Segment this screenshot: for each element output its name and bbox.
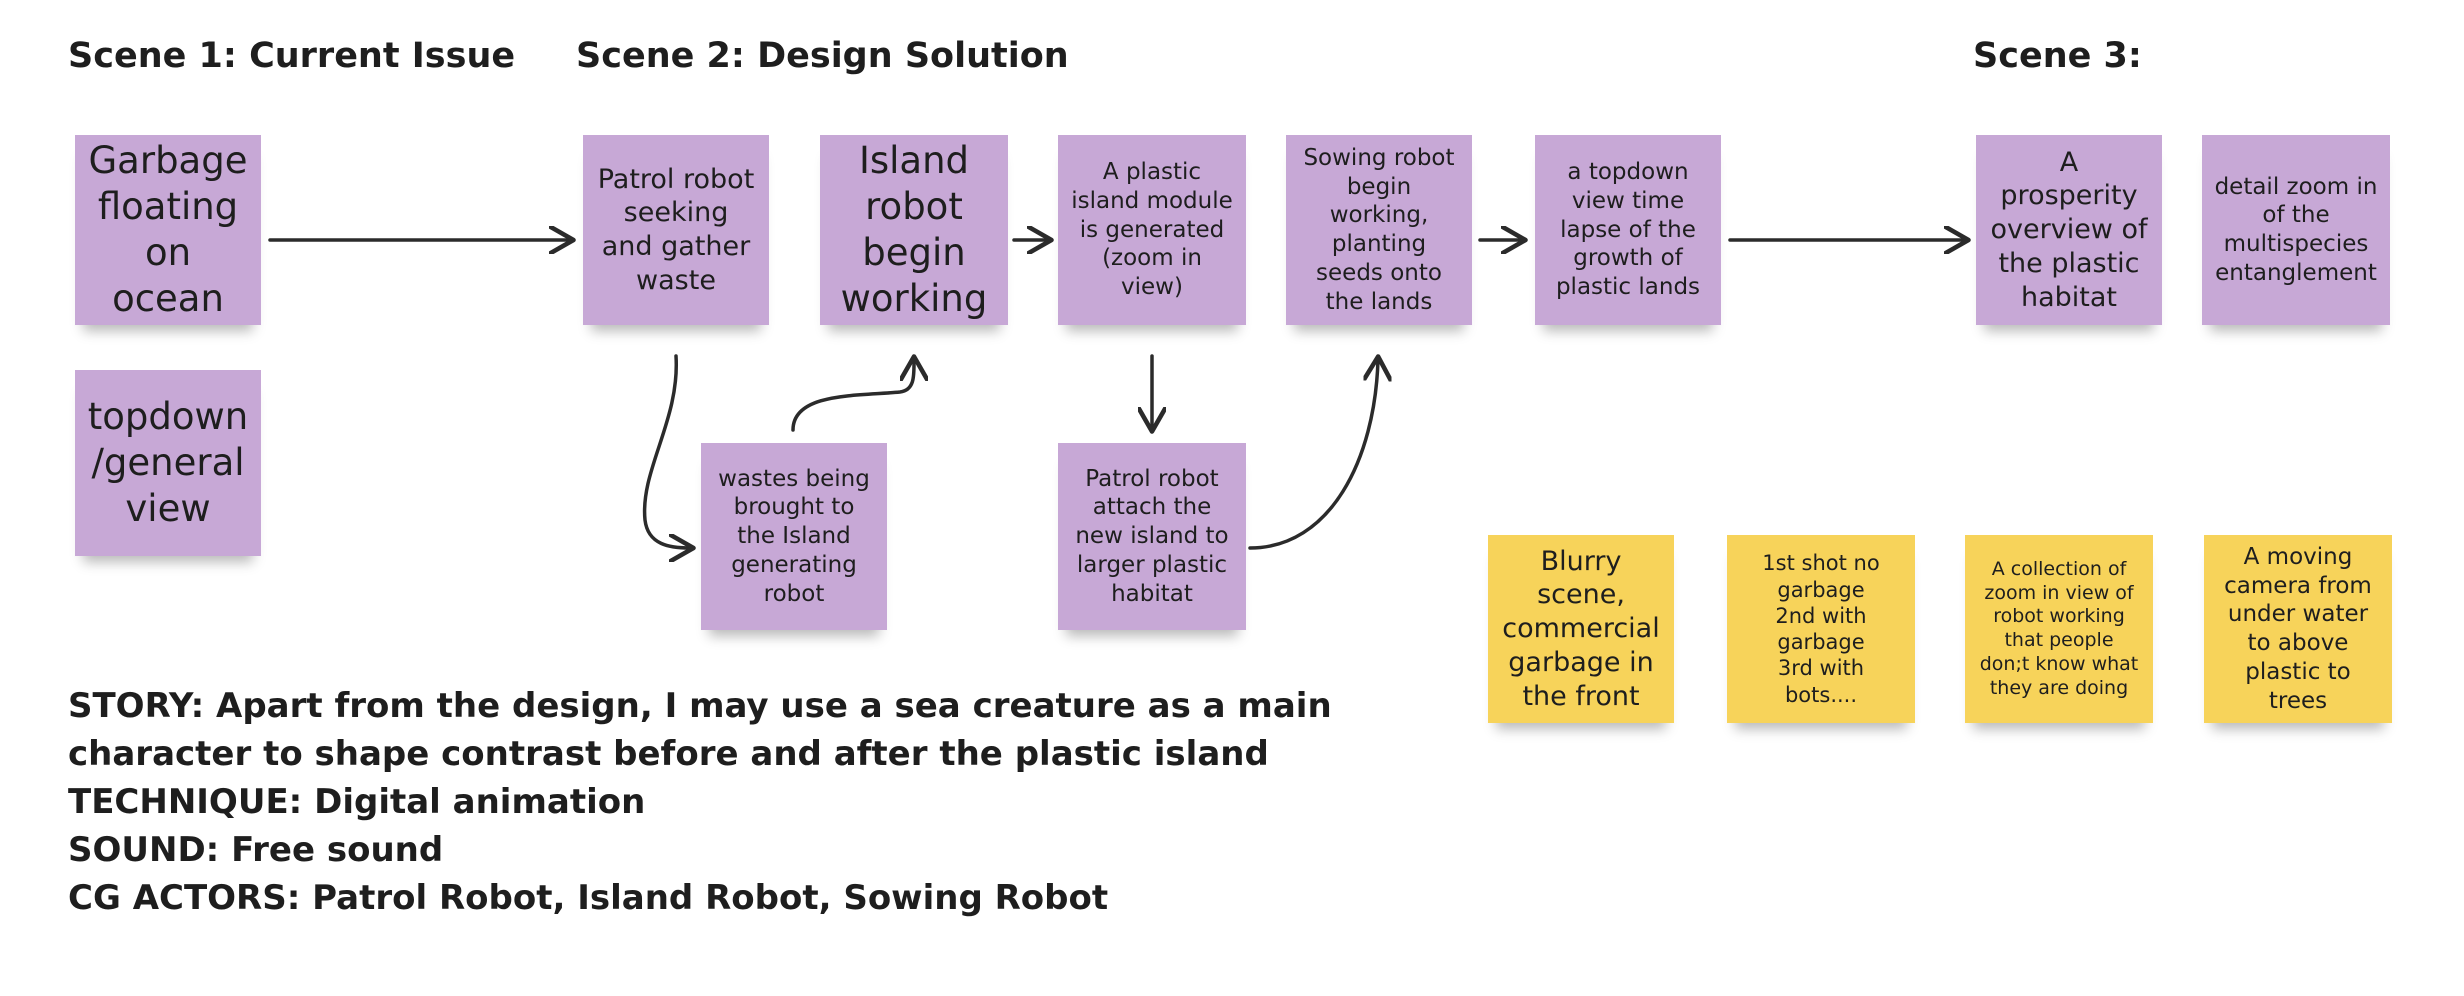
note-moving-camera[interactable]: A moving camera from under water to abov… bbox=[2204, 535, 2392, 723]
note-topdown-general-view[interactable]: topdown /general view bbox=[75, 370, 261, 556]
note-patrol-robot-seeking[interactable]: Patrol robot seeking and gather waste bbox=[583, 135, 769, 325]
note-blurry-scene[interactable]: Blurry scene, commercial garbage in the … bbox=[1488, 535, 1674, 723]
note-garbage-floating[interactable]: Garbage floating on ocean bbox=[75, 135, 261, 325]
story-block: STORY: Apart from the design, I may use … bbox=[68, 682, 1332, 922]
sound-line: SOUND: Free sound bbox=[68, 830, 444, 870]
note-topdown-timelapse[interactable]: a topdown view time lapse of the growth … bbox=[1535, 135, 1721, 325]
technique-line: TECHNIQUE: Digital animation bbox=[68, 782, 646, 822]
scene2-heading: Scene 2: Design Solution bbox=[576, 36, 1069, 76]
scene1-heading: Scene 1: Current Issue bbox=[68, 36, 516, 76]
note-island-robot-working[interactable]: Island robot begin working bbox=[820, 135, 1008, 325]
note-shots-list[interactable]: 1st shot no garbage 2nd with garbage 3rd… bbox=[1727, 535, 1915, 723]
note-patrol-robot-attach[interactable]: Patrol robot attach the new island to la… bbox=[1058, 443, 1246, 630]
story-line-2: character to shape contrast before and a… bbox=[68, 734, 1269, 774]
story-line-1: STORY: Apart from the design, I may use … bbox=[68, 686, 1332, 726]
cg-actors-line: CG ACTORS: Patrol Robot, Island Robot, S… bbox=[68, 878, 1109, 918]
note-wastes-brought[interactable]: wastes being brought to the Island gener… bbox=[701, 443, 887, 630]
note-sowing-robot[interactable]: Sowing robot begin working, planting see… bbox=[1286, 135, 1472, 325]
arrow-patrol-to-wastes bbox=[642, 354, 690, 548]
arrow-attach-to-sowing bbox=[1248, 360, 1378, 550]
note-plastic-island-module[interactable]: A plastic island module is generated (zo… bbox=[1058, 135, 1246, 325]
note-collection-zoom[interactable]: A collection of zoom in view of robot wo… bbox=[1965, 535, 2153, 723]
scene3-heading: Scene 3: bbox=[1973, 36, 2142, 76]
arrow-wastes-to-island bbox=[791, 360, 914, 432]
note-detail-zoom[interactable]: detail zoom in of the multispecies entan… bbox=[2202, 135, 2390, 325]
note-prosperity-overview[interactable]: A prosperity overview of the plastic hab… bbox=[1976, 135, 2162, 325]
